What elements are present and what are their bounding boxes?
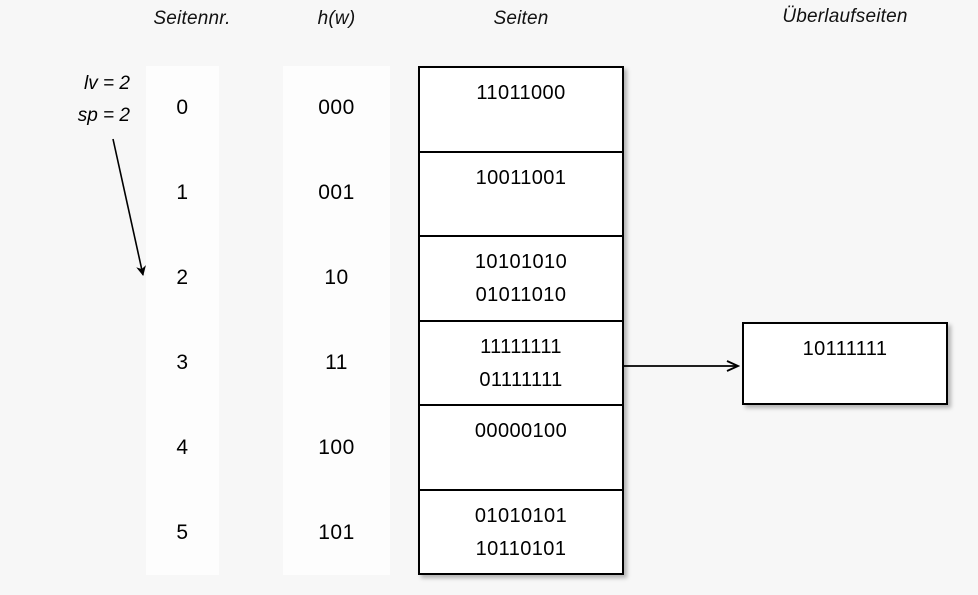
hw-cell: 001 <box>318 181 355 205</box>
column-header-seiten: Seiten <box>493 8 549 29</box>
page-row: 00000100 <box>420 406 622 491</box>
seitennr-cell: 0 <box>176 96 189 120</box>
page-row: 11111111 01111111 <box>420 322 622 406</box>
column-header-ueberlaufseiten: Überlaufseiten <box>782 6 908 27</box>
seitennr-cell: 5 <box>176 520 189 544</box>
arrow-right-icon <box>624 352 748 380</box>
page-record: 00000100 <box>474 420 568 442</box>
hw-cell: 000 <box>318 96 355 120</box>
overflow-page-box: 10111111 <box>742 322 948 405</box>
seitennr-column: 0 1 2 3 4 5 <box>146 66 219 575</box>
page-record: 11111111 <box>480 335 562 358</box>
hw-cell: 10 <box>324 266 349 290</box>
page-row: 11011000 <box>420 68 622 153</box>
column-header-hw: h(w) <box>317 8 356 29</box>
hw-cell: 11 <box>325 350 348 374</box>
page-record: 10011001 <box>475 166 567 189</box>
page-record: 10110101 <box>475 537 567 560</box>
seitennr-cell: 4 <box>176 435 189 459</box>
parameter-sp: sp = 2 <box>77 105 130 126</box>
page-row: 01010101 10110101 <box>420 491 622 574</box>
page-row: 10011001 <box>420 153 622 237</box>
parameter-block: lv = 2 sp = 2 <box>18 68 130 132</box>
pages-table: 11011000 10011001 10101010 01011010 1111… <box>418 66 624 575</box>
seitennr-cell: 1 <box>176 181 189 205</box>
column-header-seitennr: Seitennr. <box>153 8 231 29</box>
page-row: 10101010 01011010 <box>420 237 622 322</box>
hw-cell: 100 <box>318 435 355 459</box>
parameter-lv: lv = 2 <box>84 73 130 94</box>
page-record: 11011000 <box>476 82 566 104</box>
page-record: 01111111 <box>479 368 563 391</box>
page-record: 01011010 <box>475 284 567 306</box>
hw-cell: 101 <box>318 520 355 544</box>
arrow-down-right-icon <box>112 138 146 276</box>
seitennr-cell: 3 <box>176 350 189 374</box>
page-record: 01010101 <box>474 504 568 527</box>
overflow-record: 10111111 <box>802 338 888 360</box>
seitennr-cell: 2 <box>176 266 189 290</box>
page-record: 10101010 <box>474 251 568 273</box>
hw-column: 000 001 10 11 100 101 <box>283 66 390 575</box>
